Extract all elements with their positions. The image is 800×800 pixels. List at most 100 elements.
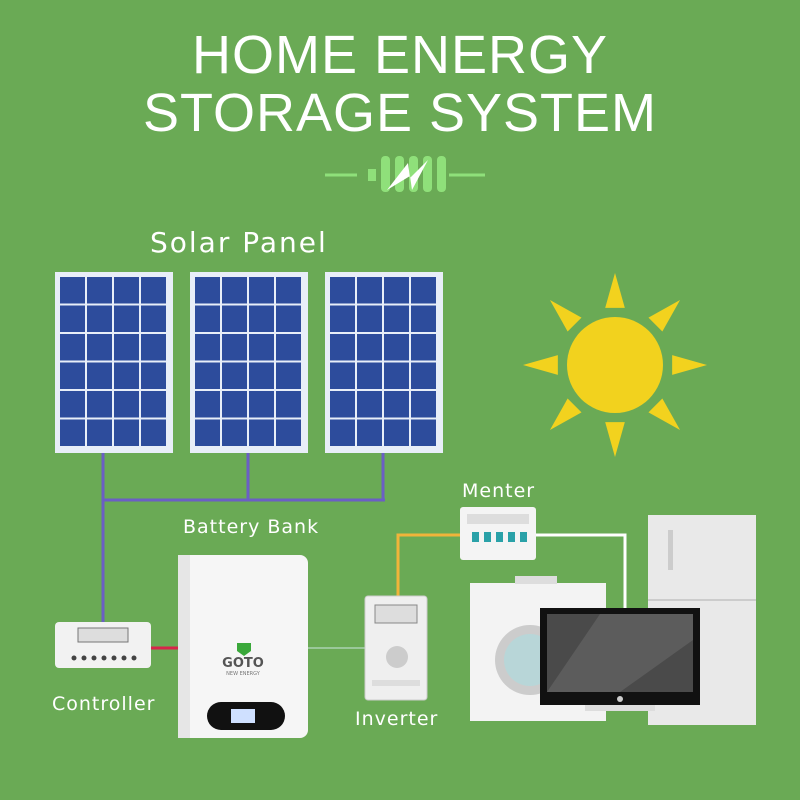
panel-cell xyxy=(411,391,436,418)
meter-appliance-wire xyxy=(535,533,627,612)
television xyxy=(540,608,700,711)
panel-cell xyxy=(384,334,409,361)
panel-cell xyxy=(141,419,166,446)
panel-cell xyxy=(141,334,166,361)
panel-cell xyxy=(411,334,436,361)
panel-cell xyxy=(195,277,220,304)
panel-cell xyxy=(330,391,355,418)
panel-cell xyxy=(222,305,247,332)
panel-cell xyxy=(87,334,112,361)
panel-cell xyxy=(384,277,409,304)
panel-cell xyxy=(87,305,112,332)
title-line-2: STORAGE SYSTEM xyxy=(142,83,658,143)
goto-logo-icon xyxy=(237,643,251,656)
panel-cell xyxy=(141,305,166,332)
panel-cell xyxy=(195,391,220,418)
panel-cell xyxy=(276,419,301,446)
panel-cell xyxy=(357,334,382,361)
panel-cell xyxy=(384,362,409,389)
panel-cell xyxy=(60,305,85,332)
panel-cell xyxy=(195,305,220,332)
page-title: HOME ENERGY STORAGE SYSTEM xyxy=(0,26,800,142)
inverter-unit xyxy=(364,595,428,701)
battery-unit xyxy=(178,555,308,738)
panel-cell xyxy=(249,305,274,332)
panel-cell xyxy=(357,277,382,304)
panel-cell xyxy=(411,277,436,304)
title-line-1: HOME ENERGY xyxy=(191,25,609,85)
sun-ray xyxy=(523,355,558,375)
panel-cell xyxy=(222,362,247,389)
panel-cell xyxy=(222,277,247,304)
solar-panel xyxy=(190,272,308,453)
panel-cell xyxy=(276,334,301,361)
panel-cell xyxy=(357,391,382,418)
panel-cell xyxy=(60,391,85,418)
charge-controller xyxy=(55,622,151,668)
panel-cell xyxy=(276,277,301,304)
sun-ray xyxy=(549,299,582,332)
solar-panel xyxy=(55,272,173,453)
panel-cell xyxy=(141,277,166,304)
sun-ray xyxy=(549,398,582,431)
controller-label: Controller xyxy=(52,693,156,715)
solar-panel-label: Solar Panel xyxy=(150,226,328,259)
panel-cell xyxy=(276,391,301,418)
panel-cell xyxy=(222,391,247,418)
panel-cell xyxy=(330,362,355,389)
sun-icon xyxy=(523,273,707,457)
battery-brand: GOTO xyxy=(222,656,264,671)
panel-cell xyxy=(141,391,166,418)
panel-cell xyxy=(87,419,112,446)
panel-cell xyxy=(141,362,166,389)
panel-cell xyxy=(249,362,274,389)
panel-cell xyxy=(60,277,85,304)
battery-tagline: NEW ENERGY xyxy=(226,671,260,677)
panel-cell xyxy=(87,362,112,389)
panel-cell xyxy=(87,277,112,304)
panel-cell xyxy=(276,362,301,389)
panel-cell xyxy=(276,305,301,332)
panel-cell xyxy=(330,277,355,304)
inverter-label: Inverter xyxy=(355,708,439,730)
panel-cell xyxy=(222,419,247,446)
battery-bank-label: Battery Bank xyxy=(183,516,320,538)
panel-cell xyxy=(249,334,274,361)
panel-cell xyxy=(60,334,85,361)
panel-cell xyxy=(114,305,139,332)
panel-cell xyxy=(114,334,139,361)
panel-cell xyxy=(384,419,409,446)
panel-cell xyxy=(114,391,139,418)
panel-cell xyxy=(330,419,355,446)
sun-ray xyxy=(605,273,625,308)
solar-panel xyxy=(325,272,443,453)
panel-cell xyxy=(87,391,112,418)
panel-cell xyxy=(222,334,247,361)
meter-label: Menter xyxy=(462,480,536,502)
meter-unit xyxy=(460,507,536,560)
panel-cell xyxy=(357,419,382,446)
panel-cell xyxy=(195,362,220,389)
panel-cell xyxy=(330,334,355,361)
panel-cell xyxy=(195,419,220,446)
sun-ray xyxy=(648,398,681,431)
panel-cell xyxy=(249,391,274,418)
panel-cell xyxy=(411,305,436,332)
energy-divider-icon xyxy=(325,156,485,192)
panel-cell xyxy=(114,362,139,389)
panel-cell xyxy=(411,362,436,389)
panel-cell xyxy=(384,391,409,418)
panel-cell xyxy=(330,305,355,332)
sun-ray xyxy=(648,299,681,332)
inverter-meter-wire xyxy=(396,533,462,597)
panel-cell xyxy=(384,305,409,332)
panel-cell xyxy=(249,277,274,304)
panel-cell xyxy=(195,334,220,361)
panel-cell xyxy=(357,305,382,332)
panel-cell xyxy=(114,277,139,304)
panel-cell xyxy=(411,419,436,446)
sun-ray xyxy=(605,422,625,457)
panel-cell xyxy=(60,362,85,389)
panel-cell xyxy=(357,362,382,389)
